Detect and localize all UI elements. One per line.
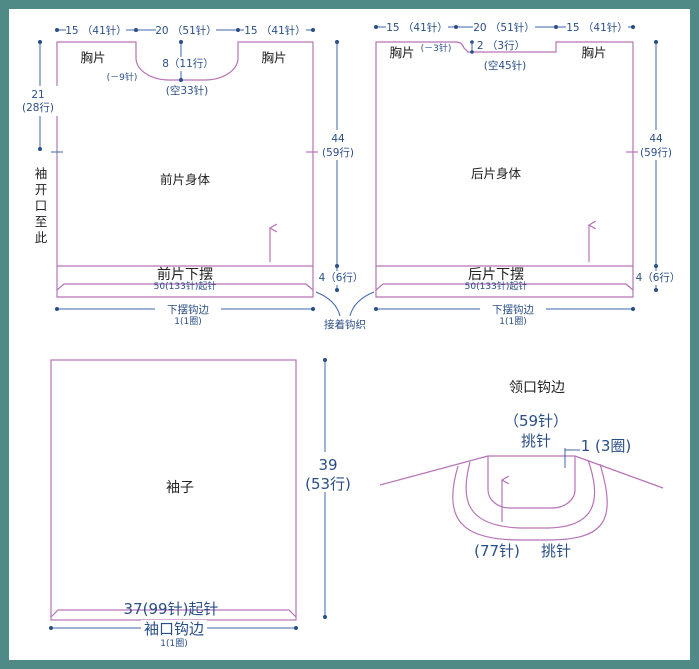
front-neck-bottom: (空33针)	[166, 84, 209, 97]
front-piece: 15 （41针） 20 （51针） 15 （41针） 胸片 胸片 8（11行） …	[20, 22, 363, 327]
back-dim-dot	[654, 288, 658, 292]
join-arc-right	[349, 291, 375, 317]
front-top-left-dim: 15 （41针）	[65, 24, 127, 37]
sleeve-opening-note-4: 至	[35, 214, 48, 229]
front-edge-rounds: 1(1圈)	[174, 316, 201, 327]
back-cast-line	[375, 283, 634, 291]
neckband-rounds: 1 (3圈)	[581, 437, 632, 455]
front-dim-dot	[179, 78, 183, 82]
back-edge-label: 下摆钩边	[492, 303, 534, 316]
back-dim-dot	[554, 25, 558, 29]
sleeve-piece: 袖子 39 (53行) 37(99针)起针 袖口钩边 1(1圈)	[49, 358, 351, 649]
sleeve-edge-label: 袖口钩边	[144, 620, 204, 638]
sleeve-dim-dot	[294, 626, 298, 630]
front-neck-depth: 8（11行）	[162, 57, 214, 70]
back-hem-label: 后片下摆	[468, 267, 524, 283]
front-dim-dot	[311, 28, 315, 32]
back-dim-dot	[454, 25, 458, 29]
front-dim-dot	[335, 40, 339, 44]
sleeve-dim-dot	[323, 358, 327, 362]
back-neck-depth: 2 （3行）	[477, 39, 525, 52]
sleeve-edge-rounds: 1(1圈)	[160, 638, 187, 649]
neckband-front-pick: 挑针	[541, 542, 571, 560]
front-dim-dot	[311, 307, 315, 311]
front-dim-dot	[38, 147, 42, 151]
sleeve-dim-dot	[323, 615, 327, 619]
front-dim-dot	[335, 288, 339, 292]
front-dim-dot	[335, 264, 339, 268]
front-dim-dot	[38, 40, 42, 44]
front-hem-label: 前片下摆	[157, 266, 213, 283]
front-right-height-rows: (59行)	[322, 146, 354, 159]
neckband-front-count: (77针)	[474, 542, 520, 560]
back-neck-decrease: (－3针)	[421, 42, 452, 54]
back-dim-dot	[654, 40, 658, 44]
right-shoulder-line	[574, 455, 664, 489]
sleeve-opening-note-2: 开	[35, 182, 48, 197]
front-neck-decrease: (－9针)	[107, 71, 138, 83]
front-chest-left: 胸片	[80, 50, 105, 65]
front-outline	[56, 41, 314, 298]
back-right-height-rows: (59行)	[640, 146, 672, 159]
back-edge-rounds: 1(1圈)	[499, 316, 526, 327]
join-arc-left	[315, 291, 341, 317]
front-top-right-dim: 15 （41针）	[244, 24, 306, 37]
neckband-title: 领口钩边	[509, 380, 565, 396]
front-body-title: 前片身体	[160, 172, 211, 187]
neckband-outer-1	[465, 459, 596, 529]
sleeve-opening-note-5: 此	[35, 230, 48, 245]
front-left-height: 21	[31, 89, 44, 101]
join-note-text: 接着钩织	[324, 318, 366, 331]
back-neck-bottom: (空45针)	[484, 59, 527, 72]
back-top-right-dim: 15 （41针）	[566, 21, 628, 34]
back-dim-dot	[470, 50, 474, 54]
front-left-height-rows: (28行)	[22, 101, 54, 114]
front-cast-on: 50(133针)起针	[154, 280, 217, 292]
sleeve-opening-note-1: 袖	[35, 166, 48, 181]
back-chest-right: 胸片	[581, 45, 606, 60]
back-chest-left: 胸片	[389, 45, 414, 60]
back-hem-height: 4（6行）	[636, 271, 681, 284]
front-edge-label: 下摆钩边	[167, 303, 209, 316]
front-dim-dot	[236, 28, 240, 32]
back-cast-on: 50(133针)起针	[465, 280, 528, 292]
join-note: 接着钩织	[315, 291, 375, 331]
sleeve-opening-note-3: 口	[35, 198, 48, 213]
sleeve-dim-dot	[49, 626, 53, 630]
left-shoulder-line	[379, 455, 489, 486]
front-dim-dot	[55, 307, 59, 311]
sleeve-title: 袖子	[166, 480, 194, 496]
back-dim-dot	[374, 307, 378, 311]
back-outline	[375, 41, 634, 298]
neckband-back-count: （59针）	[504, 412, 568, 430]
sleeve-cast-line	[50, 609, 297, 618]
back-right-height: 44	[649, 133, 663, 145]
back-dim-dot	[470, 40, 474, 44]
sleeve-height: 39	[318, 456, 337, 474]
sleeve-height-rows: (53行)	[305, 475, 351, 493]
back-dim-dot	[374, 25, 378, 29]
front-cast-line	[56, 283, 314, 291]
back-top-left-dim: 15 （41针）	[386, 21, 448, 34]
back-dim-dot	[631, 307, 635, 311]
front-dim-dot	[134, 28, 138, 32]
front-dim-dot	[55, 28, 59, 32]
sleeve-cast-on: 37(99针)起针	[124, 600, 219, 618]
back-body-title: 后片身体	[471, 166, 522, 181]
front-dim-dot	[179, 40, 183, 44]
front-chest-right: 胸片	[261, 50, 286, 65]
neckband-back-pick: 挑针	[521, 432, 551, 450]
back-piece: 15 （41针） 20 （51针） 15 （41针） 胸片 胸片 (－3针) 2…	[374, 19, 680, 327]
front-hem-height: 4（6行）	[319, 271, 364, 284]
front-top-mid-dim: 20 （51针）	[155, 24, 217, 37]
neckband-diagram: 领口钩边 （59针） 挑针 1 (3圈) (77针) 挑针	[379, 380, 664, 560]
back-dim-dot	[654, 264, 658, 268]
neckband-outer-2	[452, 463, 608, 541]
back-top-mid-dim: 20 （51针）	[473, 21, 535, 34]
back-dim-dot	[631, 25, 635, 29]
inner-neck-line	[487, 456, 576, 509]
front-right-height: 44	[331, 133, 345, 145]
